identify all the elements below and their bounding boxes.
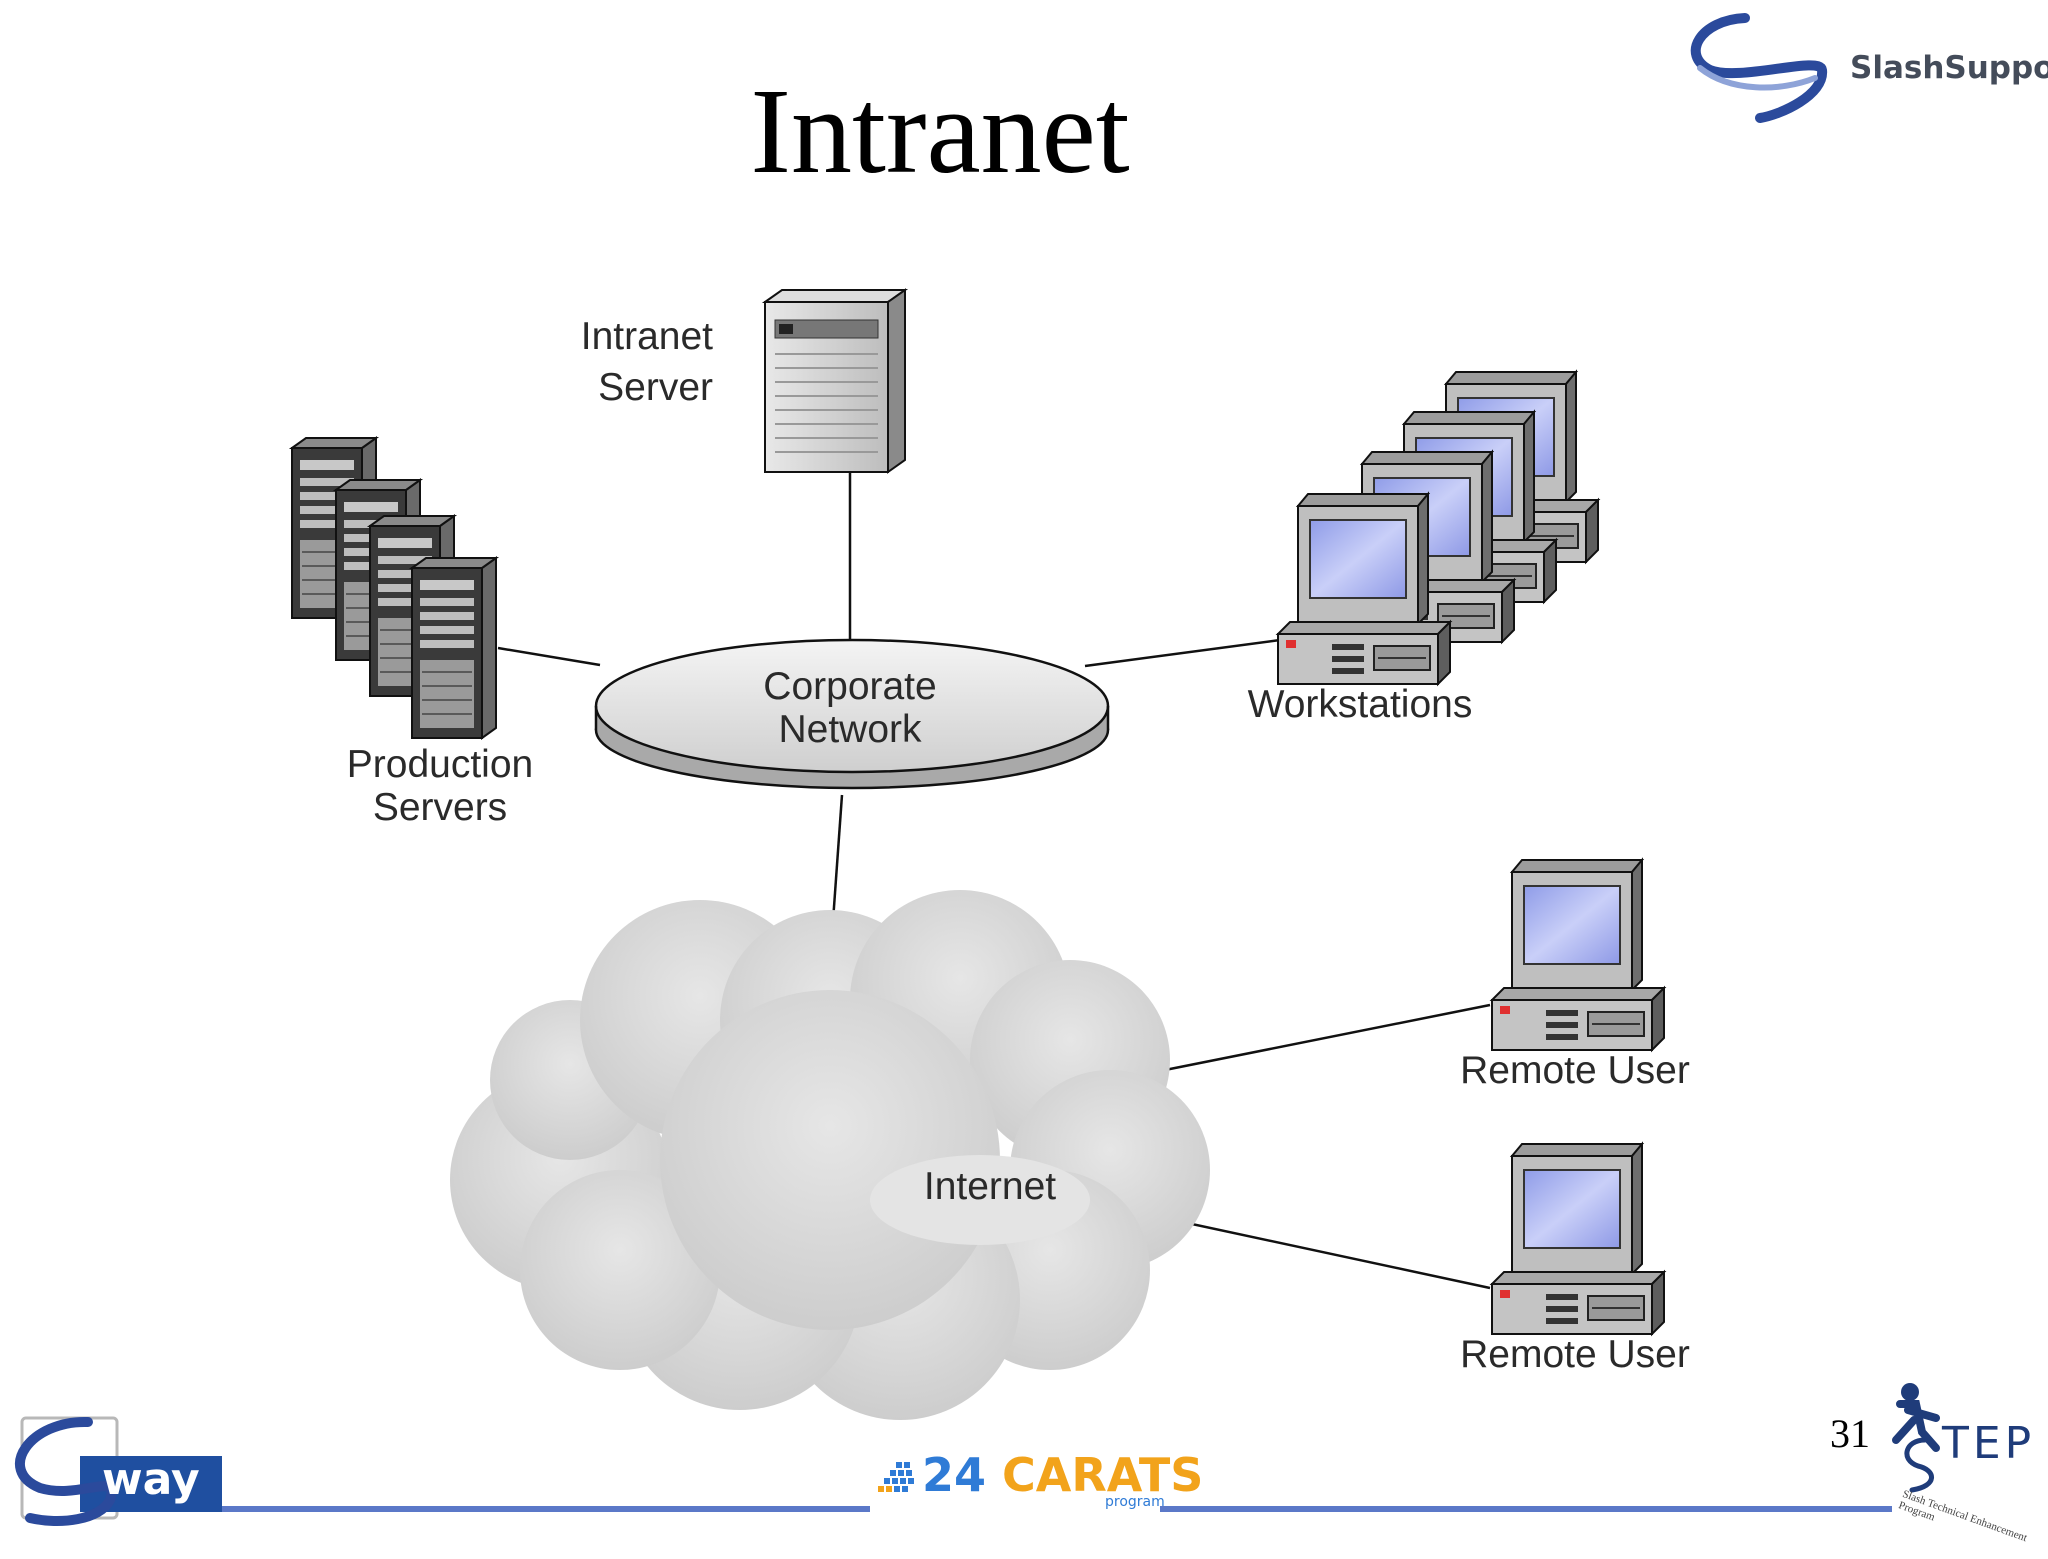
remote-user-icon (1491, 859, 1665, 1051)
remote-user-icon (1491, 1143, 1665, 1335)
workstations-label: Workstations (1247, 683, 1473, 726)
connection-lines (497, 470, 1491, 1290)
slashsupport-logo-icon (1690, 13, 1827, 123)
corporate-network-label: Corporate Network (740, 665, 960, 752)
carats-logo-word: CARATS (1002, 1448, 1204, 1502)
internet-label: Internet (923, 1165, 1057, 1208)
carats-logo-number: 24 (922, 1448, 987, 1502)
remote-user-1-label: Remote User (1460, 1049, 1690, 1092)
carats-logo-subtext: program (1105, 1494, 1165, 1510)
internet-cloud-icon (450, 890, 1210, 1420)
carats-logo-text: 24 CARATS (922, 1448, 1203, 1502)
corporate-network-icon (594, 638, 1110, 790)
page-number: 31 (1830, 1411, 1870, 1456)
step-logo-icon (1892, 1383, 1940, 1493)
carats-logo-icon (878, 1462, 914, 1492)
intranet-server-label: Intranet Server (553, 315, 713, 410)
link-remote-user-1 (1154, 1003, 1491, 1074)
production-servers-label-line2: Servers (372, 785, 508, 829)
workstations-icon (1277, 371, 1599, 685)
intranet-server-label-line1: Intranet (580, 315, 713, 358)
footer-rule (222, 1506, 1892, 1512)
production-servers-label: Production Servers (330, 743, 550, 830)
sway-logo-icon (14, 1416, 222, 1526)
intranet-server-label-line2: Server (598, 365, 713, 409)
intranet-server-icon (761, 288, 909, 474)
sway-logo-text: way (102, 1454, 200, 1505)
slide-title: Intranet (750, 64, 1130, 199)
remote-user-2-label: Remote User (1460, 1333, 1690, 1376)
step-logo-text: TEP (1942, 1418, 2036, 1469)
production-servers-label-line1: Production (346, 743, 534, 786)
corporate-network-label-line2: Network (778, 707, 922, 751)
server-tower-icon (411, 557, 497, 739)
link-production-servers (497, 646, 601, 667)
production-servers-icon (291, 437, 497, 739)
corporate-network-label-line1: Corporate (763, 665, 937, 708)
link-remote-user-2 (1149, 1213, 1491, 1290)
slashsupport-logo-text: SlashSupport (1850, 50, 2048, 86)
link-workstations (1084, 638, 1281, 668)
workstation-icon (1277, 493, 1451, 685)
